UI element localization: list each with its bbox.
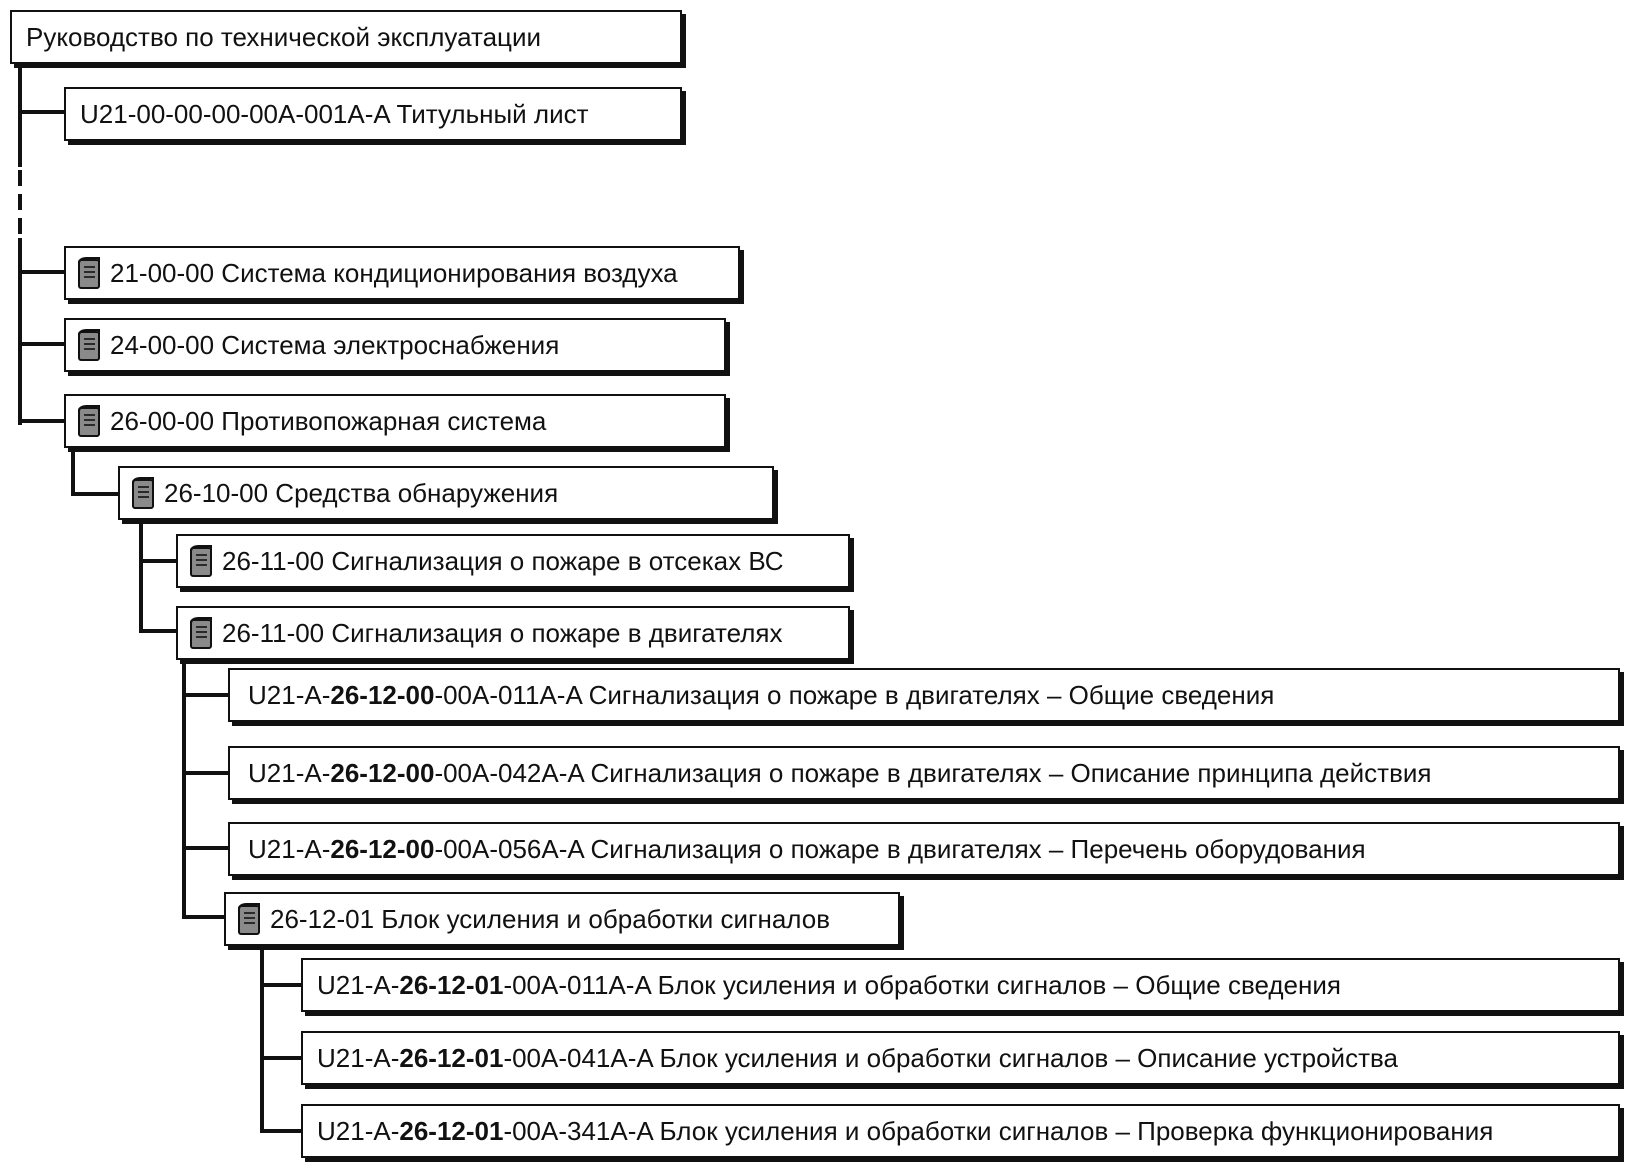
book-icon <box>76 328 102 362</box>
book-icon <box>76 256 102 290</box>
chapter-label: 21-00-00 Система кондиционирования возду… <box>110 258 678 288</box>
root-label: Руководство по технической эксплуатации <box>26 22 541 52</box>
subsection-label: 26-11-00 Сигнализация о пожаре в отсеках… <box>222 546 784 576</box>
chapter-node-26[interactable]: 26-00-00 Противопожарная система <box>64 394 726 448</box>
module-prefix: U21-A- <box>248 680 331 710</box>
module-code: 26-12-00 <box>330 758 435 788</box>
book-icon <box>236 902 262 936</box>
unit-node-26-12-01[interactable]: 26-12-01 Блок усиления и обработки сигна… <box>224 892 900 946</box>
chapter-label: 24-00-00 Система электроснабжения <box>110 330 560 360</box>
subsection-label: 26-11-00 Сигнализация о пожаре в двигате… <box>222 618 783 648</box>
module-prefix: U21-A- <box>317 1116 400 1146</box>
root-node[interactable]: Руководство по технической эксплуатации <box>10 10 682 64</box>
title-page-node[interactable]: U21-00-00-00-00A-001A-A Титульный лист <box>64 87 682 141</box>
module-code: 26-12-00 <box>330 680 435 710</box>
module-code: 26-12-01 <box>399 970 504 1000</box>
book-icon <box>130 476 156 510</box>
module-code: 26-12-01 <box>399 1043 504 1073</box>
module-suffix: -00A-011A-A Блок усиления и обработки си… <box>503 970 1341 1000</box>
module-prefix: U21-A- <box>317 1043 400 1073</box>
book-icon <box>76 404 102 438</box>
data-module-node[interactable]: U21-A-26-12-00-00A-011A-A Сигнализация о… <box>228 668 1620 722</box>
subsection-node-fire-bays[interactable]: 26-11-00 Сигнализация о пожаре в отсеках… <box>176 534 850 588</box>
data-module-node[interactable]: U21-A-26-12-01-00A-341A-A Блок усиления … <box>301 1104 1620 1158</box>
data-module-label: U21-A-26-12-00-00A-011A-A Сигнализация о… <box>248 682 1274 708</box>
title-page-label: U21-00-00-00-00A-001A-A Титульный лист <box>80 99 589 129</box>
module-prefix: U21-A- <box>248 758 331 788</box>
book-icon <box>188 616 214 650</box>
module-suffix: -00A-042A-A Сигнализация о пожаре в двиг… <box>434 758 1432 788</box>
chapter-label: 26-00-00 Противопожарная система <box>110 406 547 436</box>
unit-label: 26-12-01 Блок усиления и обработки сигна… <box>270 904 831 934</box>
data-module-label: U21-A-26-12-01-00A-011A-A Блок усиления … <box>317 972 1341 998</box>
module-suffix: -00A-041A-A Блок усиления и обработки си… <box>503 1043 1398 1073</box>
data-module-label: U21-A-26-12-01-00A-341A-A Блок усиления … <box>317 1118 1493 1144</box>
book-icon <box>188 544 214 578</box>
module-prefix: U21-A- <box>248 834 331 864</box>
data-module-node[interactable]: U21-A-26-12-00-00A-056A-A Сигнализация о… <box>228 822 1620 876</box>
data-module-label: U21-A-26-12-00-00A-056A-A Сигнализация о… <box>248 836 1366 862</box>
module-suffix: -00A-341A-A Блок усиления и обработки си… <box>503 1116 1494 1146</box>
module-suffix: -00A-056A-A Сигнализация о пожаре в двиг… <box>434 834 1366 864</box>
module-suffix: -00A-011A-A Сигнализация о пожаре в двиг… <box>434 680 1275 710</box>
data-module-label: U21-A-26-12-00-00A-042A-A Сигнализация о… <box>248 760 1432 786</box>
chapter-node-24[interactable]: 24-00-00 Система электроснабжения <box>64 318 726 372</box>
chapter-node-21[interactable]: 21-00-00 Система кондиционирования возду… <box>64 246 740 300</box>
data-module-node[interactable]: U21-A-26-12-01-00A-011A-A Блок усиления … <box>301 958 1620 1012</box>
section-label: 26-10-00 Средства обнаружения <box>164 478 559 508</box>
connector-section-26-10 <box>71 446 120 496</box>
data-module-label: U21-A-26-12-01-00A-041A-A Блок усиления … <box>317 1045 1398 1071</box>
module-code: 26-12-00 <box>330 834 435 864</box>
module-prefix: U21-A- <box>317 970 400 1000</box>
data-module-node[interactable]: U21-A-26-12-01-00A-041A-A Блок усиления … <box>301 1031 1620 1085</box>
section-node-26-10[interactable]: 26-10-00 Средства обнаружения <box>118 466 774 520</box>
module-code: 26-12-01 <box>399 1116 504 1146</box>
subsection-node-fire-engines[interactable]: 26-11-00 Сигнализация о пожаре в двигате… <box>176 606 850 660</box>
data-module-node[interactable]: U21-A-26-12-00-00A-042A-A Сигнализация о… <box>228 746 1620 800</box>
